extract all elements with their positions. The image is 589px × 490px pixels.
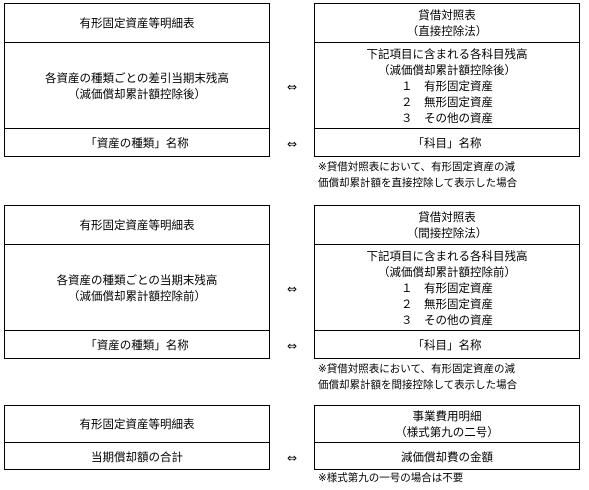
left-table-3-bottom: 当期償却額の合計 (5, 442, 269, 470)
left-table-3-header: 有形固定資産等明細表 (5, 406, 269, 442)
left-table-2: 有形固定資産等明細表 各資産の種類ごとの当期末残高 （減価償却累計額控除前） 「… (4, 205, 270, 359)
left-table-1: 有形固定資産等明細表 各資産の種類ごとの差引当期末残高 （減価償却累計額控除後）… (4, 3, 270, 157)
double-arrow-icon: ⇔ (286, 339, 298, 353)
right-table-1-middle-line-1: 下記項目に含まれる各科目残高 (366, 47, 528, 61)
note-3-line-1: ※様式第九の一号の場合は不要 (318, 472, 464, 484)
right-table-1-middle: 下記項目に含まれる各科目残高 （減価償却累計額控除後） １ 有形固定資産 ２ 無… (315, 42, 579, 129)
right-table-3-header-line-2: （様式第九の二号） (395, 425, 499, 439)
left-table-1-middle-line-1: 各資産の種類ごとの差引当期末残高 (45, 71, 229, 85)
double-arrow-icon: ⇔ (286, 80, 298, 94)
right-table-2: 貸借対照表 （間接控除法） 下記項目に含まれる各科目残高 （減価償却累計額控除前… (314, 205, 580, 359)
double-arrow-icon: ⇔ (286, 282, 298, 296)
left-table-2-header-text: 有形固定資産等明細表 (79, 218, 195, 232)
right-table-1-header-line-2: （直接控除法） (406, 24, 488, 38)
right-table-1-item-1: １ 有形固定資産 (401, 79, 493, 93)
right-table-3: 事業費用明細 （様式第九の二号） 減価償却費の金額 (314, 405, 580, 470)
double-arrow-icon: ⇔ (286, 451, 298, 465)
right-table-3-header-line-1: 事業費用明細 (412, 409, 482, 423)
left-table-1-header-text: 有形固定資産等明細表 (79, 16, 195, 30)
left-table-1-header: 有形固定資産等明細表 (5, 4, 269, 42)
right-table-2-item-1: １ 有形固定資産 (401, 281, 493, 295)
right-table-2-middle-line-2: （減価償却累計額控除前） (378, 265, 516, 279)
left-table-2-middle: 各資産の種類ごとの当期末残高 （減価償却累計額控除前） (5, 244, 269, 331)
right-table-3-header: 事業費用明細 （様式第九の二号） (315, 406, 579, 442)
right-table-1: 貸借対照表 （直接控除法） 下記項目に含まれる各科目残高 （減価償却累計額控除後… (314, 3, 580, 157)
note-1-line-2: 価償却累計額を直接控除して表示した場合 (318, 177, 518, 189)
left-table-3: 有形固定資産等明細表 当期償却額の合計 (4, 405, 270, 470)
note-1-line-1: ※貸借対照表において、有形固定資産の減 (318, 161, 515, 173)
left-table-2-header: 有形固定資産等明細表 (5, 206, 269, 244)
left-table-2-bottom: 「資産の種類」名称 (5, 330, 269, 359)
left-table-1-middle: 各資産の種類ごとの差引当期末残高 （減価償却累計額控除後） (5, 42, 269, 129)
left-table-1-bottom-text: 「資産の種類」名称 (85, 136, 189, 150)
right-table-1-bottom: 「科目」名称 (315, 128, 579, 157)
left-table-2-middle-line-2: （減価償却累計額控除前） (68, 289, 206, 303)
right-table-2-item-2: ２ 無形固定資産 (401, 297, 493, 311)
left-table-3-bottom-text: 当期償却額の合計 (91, 449, 183, 464)
note-2: ※貸借対照表において、有形固定資産の減 価償却累計額を間接控除して表示した場合 (318, 361, 517, 393)
right-table-2-header-line-2: （間接控除法） (406, 226, 488, 240)
right-table-2-header-line-1: 貸借対照表 (418, 210, 476, 224)
left-table-1-bottom: 「資産の種類」名称 (5, 128, 269, 157)
right-table-1-header: 貸借対照表 （直接控除法） (315, 4, 579, 42)
right-table-3-bottom-text: 減価償却費の金額 (401, 449, 493, 464)
left-table-1-middle-line-2: （減価償却累計額控除後） (68, 87, 206, 101)
right-table-2-middle-line-1: 下記項目に含まれる各科目残高 (366, 249, 528, 263)
right-table-1-item-2: ２ 無形固定資産 (401, 95, 493, 109)
right-table-2-bottom: 「科目」名称 (315, 330, 579, 359)
right-table-1-item-3: ３ その他の資産 (401, 111, 493, 125)
right-table-2-middle: 下記項目に含まれる各科目残高 （減価償却累計額控除前） １ 有形固定資産 ２ 無… (315, 244, 579, 331)
left-table-2-bottom-text: 「資産の種類」名称 (85, 338, 189, 352)
right-table-3-bottom: 減価償却費の金額 (315, 442, 579, 470)
right-table-2-bottom-text: 「科目」名称 (412, 338, 482, 352)
left-table-3-header-text: 有形固定資産等明細表 (79, 417, 195, 431)
right-table-2-header: 貸借対照表 （間接控除法） (315, 206, 579, 244)
right-table-1-header-line-1: 貸借対照表 (418, 8, 476, 22)
right-table-1-bottom-text: 「科目」名称 (412, 136, 482, 150)
right-table-2-item-3: ３ その他の資産 (401, 313, 493, 327)
note-2-line-2: 価償却累計額を間接控除して表示した場合 (318, 379, 518, 391)
left-table-2-middle-line-1: 各資産の種類ごとの当期末残高 (56, 273, 218, 287)
note-3: ※様式第九の一号の場合は不要 (318, 470, 463, 486)
note-1: ※貸借対照表において、有形固定資産の減 価償却累計額を直接控除して表示した場合 (318, 159, 517, 191)
double-arrow-icon: ⇔ (286, 137, 298, 151)
right-table-1-middle-line-2: （減価償却累計額控除後） (378, 63, 516, 77)
note-2-line-1: ※貸借対照表において、有形固定資産の減 (318, 363, 515, 375)
